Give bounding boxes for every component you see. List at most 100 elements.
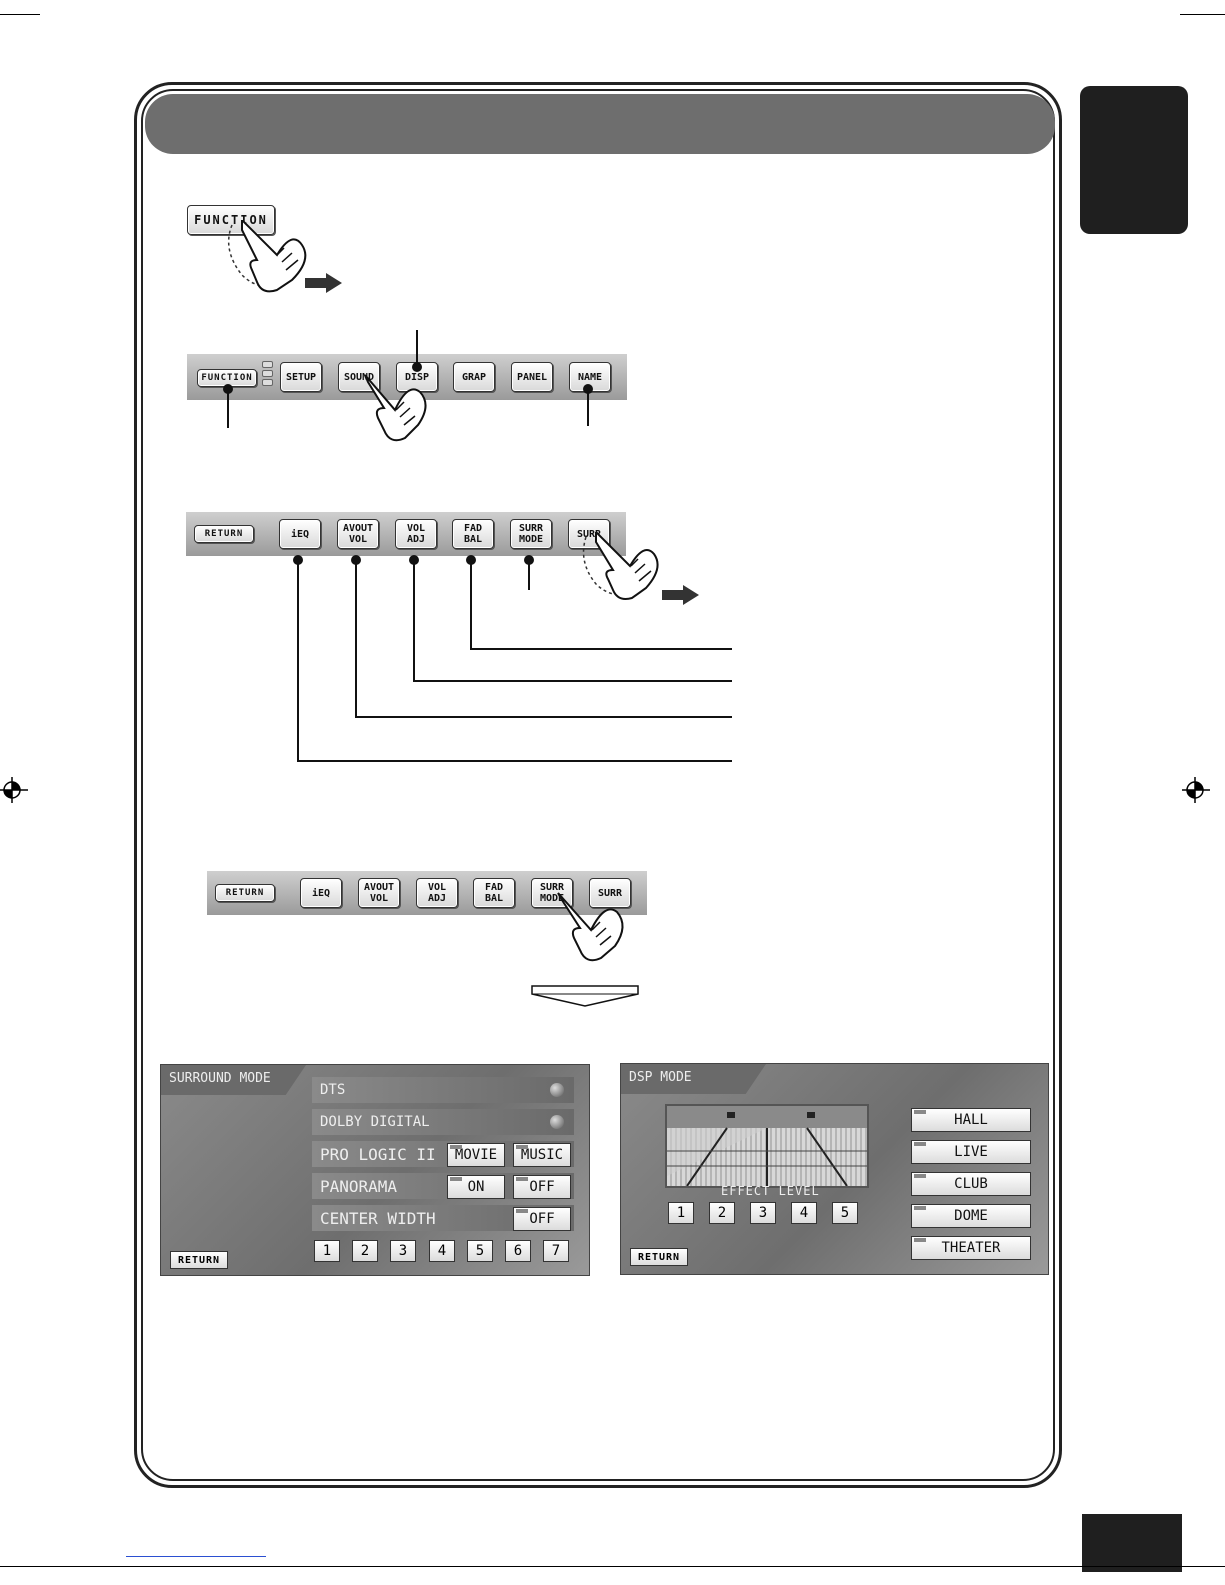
fad-bal-button[interactable]: FAD BAL [452,519,494,549]
effect-level-button-2[interactable]: 2 [709,1202,735,1224]
arrow-right-icon [662,590,684,600]
callout-line [470,560,472,650]
grap-button[interactable]: GRAP [453,362,495,392]
vol-adj-button[interactable]: VOL ADJ [416,878,458,908]
button-label: OFF [529,1179,555,1195]
callout-dot [223,384,233,394]
registration-mark-left [0,777,28,803]
page-frame-inner [141,89,1055,1481]
effect-level-button-3[interactable]: 3 [750,1202,776,1224]
dolby-digital-row[interactable]: DOLBY DIGITAL [312,1109,574,1135]
button-label: HALL [954,1112,988,1128]
level-button-5[interactable]: 5 [467,1240,493,1262]
arrow-right-icon [683,585,699,605]
side-index-tab [1080,86,1188,234]
callout-dot [412,362,422,372]
hall-button[interactable]: HALL [911,1108,1031,1132]
surr-button[interactable]: SURR [589,878,631,908]
function-button[interactable]: FUNCTION [187,205,275,235]
return-button[interactable]: RETURN [194,525,254,543]
registration-mark-right [1182,777,1210,803]
button-label: DOME [954,1208,988,1224]
level-button-3[interactable]: 3 [390,1240,416,1262]
down-arrow-icon [531,985,639,1007]
level-button-6[interactable]: 6 [505,1240,531,1262]
callout-line [355,716,732,718]
row-label: PANORAMA [320,1176,398,1196]
setup-button[interactable]: SETUP [280,362,322,392]
dsp-mode-screen: DSP MODE EFFECT LEVEL 1 2 3 4 5 HALL LIV… [620,1063,1049,1275]
callout-line [416,330,418,366]
indicator-leds [262,361,273,388]
level-button-1[interactable]: 1 [314,1240,340,1262]
surr-mode-button[interactable]: SURR MODE [531,878,573,908]
theater-button[interactable]: THEATER [911,1236,1031,1260]
return-button[interactable]: RETURN [215,884,275,902]
vol-adj-button[interactable]: VOL ADJ [395,519,437,549]
panorama-off-button[interactable]: OFF [513,1175,571,1199]
callout-dot [583,384,593,394]
row-label: PRO LOGIC II [320,1144,436,1164]
button-label: THEATER [941,1240,1001,1256]
ieq-button[interactable]: iEQ [279,519,321,549]
bottom-rule [0,1566,1225,1567]
arrow-right-icon [305,278,327,288]
fad-bal-button[interactable]: FAD BAL [473,878,515,908]
callout-line [413,680,732,682]
dome-button[interactable]: DOME [911,1204,1031,1228]
surr-mode-button[interactable]: SURR MODE [510,519,552,549]
bottom-link-underline [126,1556,266,1557]
callout-line [227,388,229,428]
effect-level-label: EFFECT LEVEL [721,1184,820,1198]
callout-line [528,560,530,590]
page-number-box [1082,1514,1182,1572]
movie-button[interactable]: MOVIE [447,1143,505,1167]
button-label: OFF [529,1211,555,1227]
ieq-button[interactable]: iEQ [300,878,342,908]
club-button[interactable]: CLUB [911,1172,1031,1196]
callout-line [297,560,299,762]
effect-level-button-1[interactable]: 1 [668,1202,694,1224]
live-button[interactable]: LIVE [911,1140,1031,1164]
return-button[interactable]: RETURN [630,1248,688,1266]
callout-line [587,388,589,426]
level-button-7[interactable]: 7 [543,1240,569,1262]
button-label: ON [467,1179,485,1195]
pointing-hand-icon [582,532,659,600]
screen-title: SURROUND MODE [161,1065,306,1095]
avout-vol-button[interactable]: AVOUT VOL [358,878,400,908]
surr-button[interactable]: SURR [568,519,610,549]
row-label: DOLBY DIGITAL [320,1114,430,1130]
panorama-on-button[interactable]: ON [447,1175,505,1199]
effect-level-button-5[interactable]: 5 [832,1202,858,1224]
theater-illustration [667,1106,867,1186]
callout-line [297,760,732,762]
center-width-off-button[interactable]: OFF [513,1207,571,1231]
return-button[interactable]: RETURN [170,1251,228,1269]
screen-title: DSP MODE [621,1064,766,1094]
effect-level-button-4[interactable]: 4 [791,1202,817,1224]
callout-line [413,560,415,682]
row-label: DTS [320,1082,346,1098]
lamp-icon [550,1115,564,1129]
arrow-right-icon [326,273,342,293]
level-button-4[interactable]: 4 [429,1240,455,1262]
lamp-icon [550,1083,564,1097]
callout-line [470,648,732,650]
pointing-hand-icon [557,892,624,962]
page-frame [134,82,1062,1488]
crop-mark [0,14,40,15]
surround-mode-screen: SURROUND MODE DTS DOLBY DIGITAL PRO LOGI… [160,1064,590,1276]
crop-mark [1180,14,1225,15]
callout-line [355,560,357,718]
panel-button[interactable]: PANEL [511,362,553,392]
music-button[interactable]: MUSIC [513,1143,571,1167]
section-header-bar [145,94,1055,154]
avout-vol-button[interactable]: AVOUT VOL [337,519,379,549]
button-label: CLUB [954,1176,988,1192]
pointing-hand-icon [227,220,307,293]
level-button-2[interactable]: 2 [352,1240,378,1262]
button-label: MUSIC [520,1147,564,1163]
dts-row[interactable]: DTS [312,1077,574,1103]
button-label: LIVE [954,1144,988,1160]
